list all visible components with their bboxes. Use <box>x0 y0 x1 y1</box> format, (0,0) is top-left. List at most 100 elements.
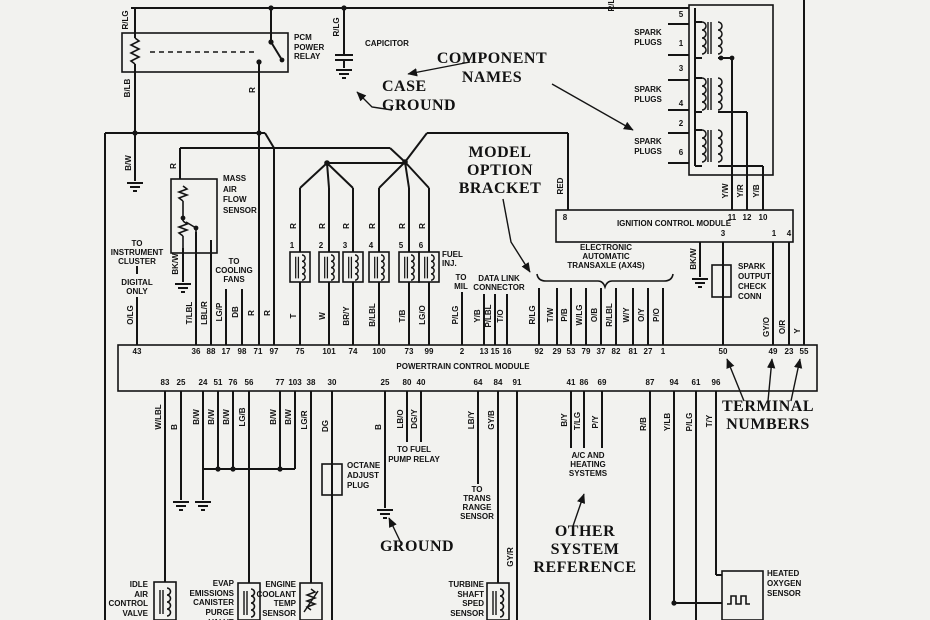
label-callouts-case_ground-0: CASE <box>382 78 427 95</box>
pcm-top-wire-label-36: T/LBL <box>185 301 194 325</box>
label-bottom-ac_heating-2: SYSTEMS <box>568 469 608 478</box>
wire-label-relay-out_wire: R <box>248 87 257 93</box>
wire-label-icm-ground_wire: BK/W <box>689 248 698 270</box>
spark-plug-number-4: 4 <box>678 99 684 108</box>
label-callouts-case_ground-1: GROUND <box>382 97 457 114</box>
label-bottom-turbine-3: SENSOR <box>450 609 484 619</box>
spark-plug-number-5: 5 <box>678 10 684 19</box>
injector-number-4: 4 <box>368 241 374 250</box>
label-bottom-idle_air-3: VALVE <box>122 609 148 619</box>
label-transaxle-lines-2: TRANSAXLE (AX4S) <box>567 261 645 270</box>
pcm-top-wire-label-27: O/Y <box>637 308 646 322</box>
pcm-top-wire-label-98: DB <box>231 306 240 318</box>
pcm-bottom-wire-label-76: B/W <box>222 409 231 425</box>
injector-feed-wire-label-4: R <box>368 223 377 229</box>
label-callouts-component_names-0: COMPONENT <box>436 50 548 67</box>
pcm-bottom-wire-label-94: Y/LB <box>663 412 672 432</box>
label-callouts-model_option_bracket-0: MODEL <box>468 144 532 161</box>
wire-label-relay-ground_wire_upper: B/LB <box>123 78 132 98</box>
pcm-bottom-pin-76: 76 <box>228 378 238 387</box>
fuel-injector-6-box <box>418 251 440 283</box>
label-maf-name-1: AIR <box>223 184 237 194</box>
pcm-top-pin-1: 1 <box>660 347 666 356</box>
label-bottom-ho2s-0: HEATED <box>767 569 800 578</box>
label-relay-name-2: RELAY <box>294 52 321 61</box>
pcm-power-relay-box <box>121 32 289 73</box>
injector-feed-wire-label-1: R <box>289 223 298 229</box>
ignition-coil-pack-box <box>688 4 774 176</box>
pcm-bottom-wire-label-83: W/LBL <box>154 404 163 430</box>
icm-top-pin-12: 12 <box>742 213 752 222</box>
idle-air-control-valve-box <box>153 581 177 620</box>
pcm-top-pin-55: 55 <box>799 347 809 356</box>
spark-plugs-label-2-0: SPARK <box>634 137 662 146</box>
pcm-top-wire-label-75: T <box>289 313 298 319</box>
label-spark_output-lines-0: SPARK <box>738 262 766 271</box>
wire-label-maf-feed_wire: R <box>169 163 178 169</box>
pcm-top-wire-label-101: W <box>318 312 327 320</box>
turbine-shaft-speed-sensor-box <box>486 582 510 620</box>
pcm-bottom-pin-25: 25 <box>380 378 390 387</box>
ground-arrow <box>388 517 402 544</box>
pcm-bottom-wire-label-25: B <box>170 424 179 430</box>
pcm-top-pin-27: 27 <box>643 347 653 356</box>
pcm-top-wire-label-13: Y/B <box>473 309 482 323</box>
terminal-numbers-arrow-1 <box>726 358 745 402</box>
pcm-bottom-pin-38: 38 <box>306 378 316 387</box>
label-bottom-turbine-0: TURBINE <box>448 580 484 589</box>
pcm-top-pin-43: 43 <box>132 347 142 356</box>
label-callouts-component_names-1: NAMES <box>461 69 523 86</box>
pcm-bottom-wire-label-91: GY/R <box>506 547 515 567</box>
pcm-bottom-wire-label-24: B/W <box>192 409 201 425</box>
label-bottom-trans_range-3: SENSOR <box>460 512 494 521</box>
label-fans-lines-2: FANS <box>223 275 245 284</box>
pcm-top-pin-13: 13 <box>479 347 489 356</box>
pcm-top-pin-74: 74 <box>348 347 358 356</box>
label-bottom-ect-3: SENSOR <box>262 609 296 619</box>
pcm-bottom-pin-83: 83 <box>160 378 170 387</box>
pcm-bottom-pin-84: 84 <box>493 378 503 387</box>
pcm-bottom-wire-label-84: GY/B <box>487 410 496 430</box>
fuel-injector-2-box <box>318 251 340 283</box>
pcm-bottom-pin-87: 87 <box>645 378 655 387</box>
label-transaxle-lines-0: ELECTRONIC <box>580 243 632 252</box>
pcm-top-wire-label-37: O/B <box>590 307 599 323</box>
pcm-bottom-pin-77: 77 <box>275 378 285 387</box>
label-callouts-other_system_reference-0: OTHER <box>554 523 616 540</box>
label-fans-lines-1: COOLING <box>215 266 253 275</box>
spark-plugs-label-1-1: PLUGS <box>634 95 662 104</box>
label-callouts-model_option_bracket-1: OPTION <box>466 162 534 179</box>
pcm-top-wire-label-16: T/O <box>496 309 505 323</box>
wire-label-coilpack-wires-0: Y/W <box>721 183 730 199</box>
pcm-top-pin-36: 36 <box>191 347 201 356</box>
pcm-top-pin-29: 29 <box>552 347 562 356</box>
pcm-bottom-pin-61: 61 <box>691 378 701 387</box>
pcm-top-wire-label-43: O/LG <box>126 305 135 325</box>
pcm-bottom-pin-80: 80 <box>402 378 412 387</box>
pcm-top-wire-label-23: O/R <box>778 319 787 335</box>
wire-label-coilpack-wires-2: Y/B <box>752 184 761 198</box>
powertrain-control-module-box <box>117 344 818 392</box>
pcm-top-pin-17: 17 <box>221 347 231 356</box>
injector-feed-wire-label-3: R <box>342 223 351 229</box>
pcm-top-wire-label-97: R <box>263 310 272 316</box>
injector-number-6: 6 <box>418 241 424 250</box>
pcm-bottom-wire-label-96: T/Y <box>705 414 714 428</box>
label-dlc-lines-0: DATA LINK <box>478 274 520 283</box>
injector-number-1: 1 <box>289 241 295 250</box>
label-relay-name-0: PCM <box>294 33 312 42</box>
icm-bottom-pin-4: 4 <box>786 229 792 238</box>
pcm-top-pin-92: 92 <box>534 347 544 356</box>
pcm-bottom-wire-label-25: B <box>374 424 383 430</box>
label-spark_output-lines-2: CHECK <box>738 282 767 291</box>
pcm-bottom-pin-94: 94 <box>669 378 679 387</box>
icm-bottom-pin-1: 1 <box>771 229 777 238</box>
label-bottom-evap-2: CANISTER <box>193 598 234 608</box>
pcm-top-wire-label-71: R <box>247 310 256 316</box>
label-instrument-lines-0: TO <box>131 239 143 248</box>
component-names-right-arrow <box>551 83 634 131</box>
pcm-top-wire-label-49: GY/O <box>762 316 771 338</box>
icm-top-pin-8: 8 <box>562 213 568 222</box>
